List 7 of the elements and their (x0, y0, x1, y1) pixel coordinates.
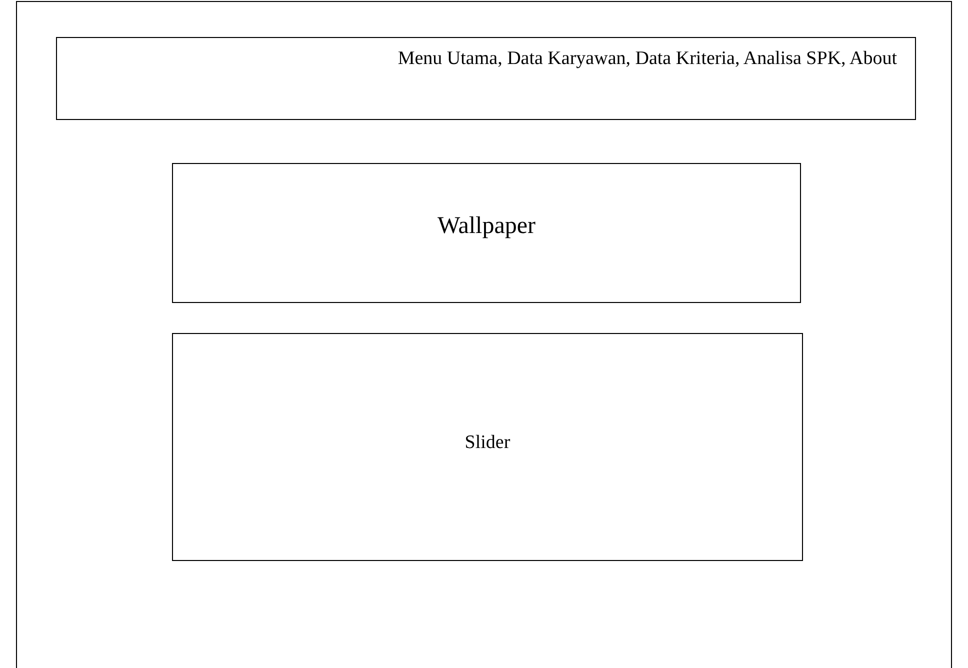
panel-label: Slider (464, 432, 510, 454)
menu-bar (56, 37, 916, 120)
panel-label: Wallpaper (437, 212, 536, 240)
wallpaper-panel (172, 163, 801, 303)
page-frame (16, 1, 952, 668)
panel-label: Menu Utama, Data Karyawan, Data Kriteria, Analisa SPK, About (398, 48, 897, 71)
slider-panel (172, 333, 803, 561)
